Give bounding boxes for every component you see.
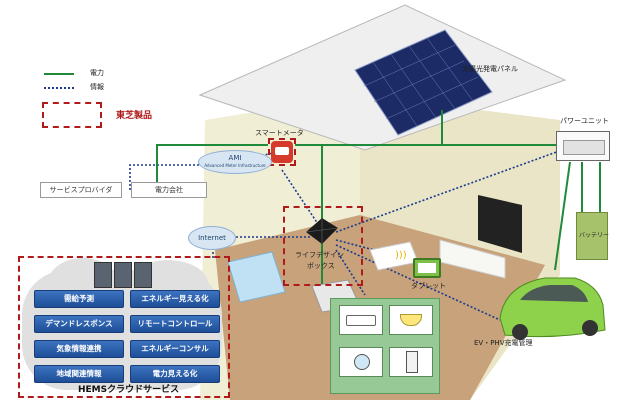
solar-panel-label: 太陽光発電パネル bbox=[462, 65, 518, 73]
appliance-panel bbox=[330, 298, 440, 394]
tablet-device bbox=[413, 258, 441, 278]
power-unit-label: パワーユニット bbox=[560, 117, 609, 125]
legend-info-line bbox=[44, 87, 74, 89]
ami-label: AMI bbox=[228, 154, 242, 162]
legend-toshiba-label: 東芝製品 bbox=[116, 111, 153, 121]
life-design-box-label-line1: ライフデザイン bbox=[295, 251, 344, 259]
smart-meter-device bbox=[271, 141, 293, 163]
service-power-visualization: 電力見える化 bbox=[130, 365, 220, 383]
internet-oval: Internet bbox=[188, 226, 236, 250]
tablet-screen bbox=[418, 263, 436, 273]
tv bbox=[478, 195, 522, 253]
bathtub bbox=[227, 251, 286, 303]
ceiling-light-icon bbox=[389, 305, 433, 335]
air-conditioner-icon bbox=[339, 305, 383, 335]
service-demand-response: デマンドレスポンス bbox=[34, 315, 124, 333]
legend: 電力 情報 東芝製品 bbox=[40, 66, 152, 136]
washing-machine-icon bbox=[339, 347, 383, 377]
service-energy-consulting: エネルギーコンサル bbox=[130, 340, 220, 358]
power-unit-panel bbox=[563, 140, 605, 155]
wifi-icon: ))) bbox=[395, 250, 407, 261]
toshiba-life-design-box bbox=[283, 206, 363, 286]
service-remote-control: リモートコントロール bbox=[130, 315, 220, 333]
life-design-box-label-line2: ボックス bbox=[307, 262, 335, 270]
hems-cloud: 需給予測 エネルギー見える化 デマンドレスポンス リモートコントロール 気象情報… bbox=[18, 256, 230, 398]
service-provider-box: サービスプロバイダ bbox=[40, 182, 122, 198]
service-supply-demand-forecast: 需給予測 bbox=[34, 290, 124, 308]
ami-oval: AMI Advanced Meter Infrastructure bbox=[198, 150, 272, 174]
battery-device: バッテリー bbox=[576, 212, 610, 260]
solar-panel-grid bbox=[363, 37, 479, 127]
legend-power-label: 電力 bbox=[90, 69, 104, 77]
tablet-label: タブレット bbox=[411, 282, 446, 290]
service-regional-info: 地域関連情報 bbox=[34, 365, 124, 383]
toshiba-hems-box bbox=[18, 256, 230, 398]
refrigerator-icon bbox=[389, 347, 433, 377]
solar-panel bbox=[354, 29, 493, 136]
battery-label: バッテリー bbox=[579, 232, 610, 239]
smart-meter-display bbox=[275, 147, 289, 155]
smart-meter-label: スマートメータ bbox=[255, 129, 304, 137]
ami-sub-label: Advanced Meter Infrastructure bbox=[204, 163, 266, 168]
power-company-box: 電力会社 bbox=[131, 182, 207, 198]
toshiba-smart-meter-box bbox=[268, 138, 296, 166]
power-unit-device bbox=[556, 131, 610, 161]
sofa bbox=[439, 239, 506, 279]
server-rack-icon bbox=[94, 262, 154, 288]
service-energy-visualization: エネルギー見える化 bbox=[130, 290, 220, 308]
life-design-box-icon bbox=[305, 218, 339, 244]
legend-power-line bbox=[44, 73, 74, 75]
legend-toshiba-box bbox=[42, 102, 102, 128]
legend-info-label: 情報 bbox=[90, 83, 104, 91]
service-weather-info: 気象情報連携 bbox=[34, 340, 124, 358]
hems-cloud-title: HEMSクラウドサービス bbox=[78, 385, 180, 395]
ev-phv-label: EV・PHV充電管理 bbox=[474, 339, 533, 347]
ev-car bbox=[499, 277, 606, 340]
